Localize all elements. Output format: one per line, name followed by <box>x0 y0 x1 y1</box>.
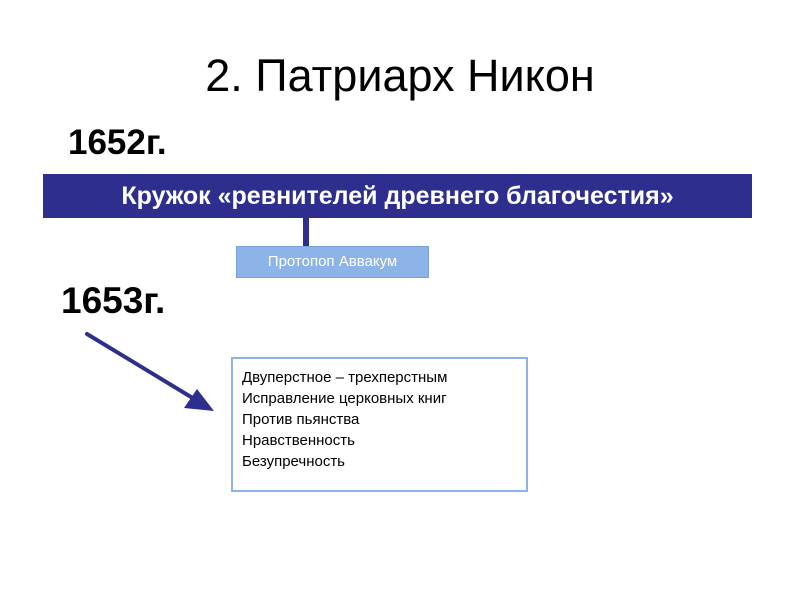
year-1652-label: 1652г. <box>68 123 167 162</box>
arrow-shaft <box>85 332 198 402</box>
circle-banner: Кружок «ревнителей древнего благочестия» <box>43 174 752 218</box>
reform-item: Исправление церковных книг <box>242 390 447 407</box>
avvakum-box: Протопоп Аввакум <box>236 246 429 278</box>
banner-connector-line <box>303 218 309 246</box>
reform-item: Безупречность <box>242 453 346 470</box>
reform-item: Нравственность <box>242 432 355 449</box>
reform-item: Против пьянства <box>242 411 360 428</box>
reforms-box: Двуперстное – трехперстным Исправление ц… <box>231 357 528 492</box>
year-1653-label: 1653г. <box>61 280 166 321</box>
reform-item: Двуперстное – трехперстным <box>242 369 448 386</box>
slide-title: 2. Патриарх Никон <box>205 50 595 101</box>
arrow-head-icon <box>184 389 214 411</box>
